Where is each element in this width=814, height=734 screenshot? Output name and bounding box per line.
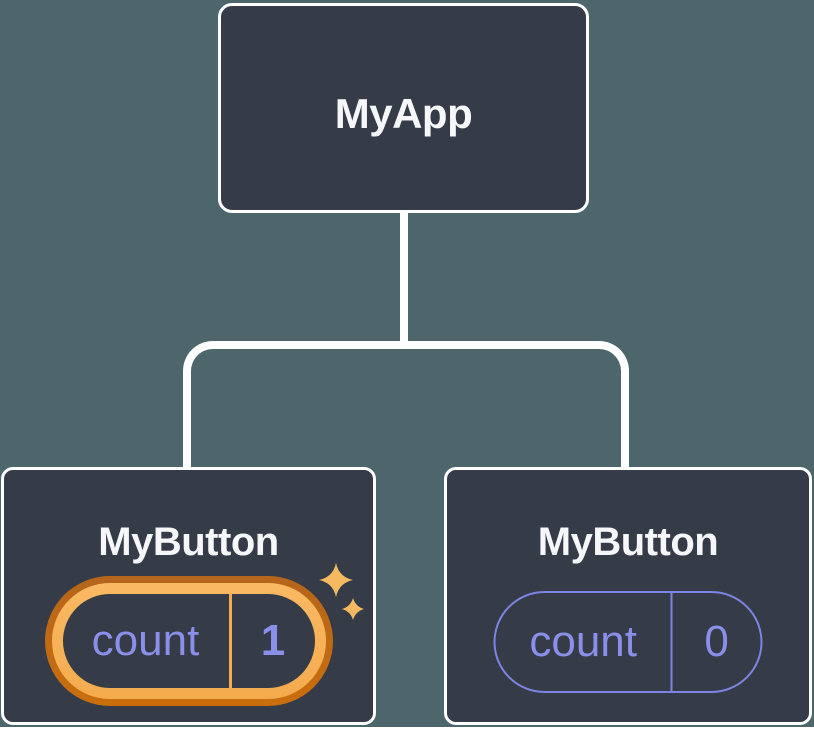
node-mybutton-right-title: MyButton [537, 520, 719, 564]
state-value-right: 0 [704, 617, 729, 666]
node-mybutton-left: MyButton count 1 [1, 467, 376, 725]
node-mybutton-left-title: MyButton [98, 520, 279, 564]
sparkle-icon [319, 563, 364, 620]
state-pill-highlight-ring-inner: count 1 [51, 583, 326, 699]
node-myapp-title: MyApp [334, 90, 473, 137]
bottom-edge-band [0, 727, 814, 734]
children-connector-bracket [183, 341, 629, 471]
state-pill-highlight-ring-outer: count 1 [44, 576, 333, 706]
state-value-left: 1 [260, 616, 286, 665]
sparkle-small-icon [342, 598, 364, 620]
state-label-left: count [63, 594, 232, 688]
node-myapp: MyApp [218, 3, 589, 213]
node-mybutton-right: MyButton count 0 [444, 467, 812, 725]
sparkle-large-icon [319, 563, 353, 597]
root-connector-line [400, 211, 408, 343]
state-pill-right: count 0 [493, 591, 763, 693]
state-pill-left: count 1 [62, 594, 315, 688]
state-label-right: count [496, 593, 673, 691]
